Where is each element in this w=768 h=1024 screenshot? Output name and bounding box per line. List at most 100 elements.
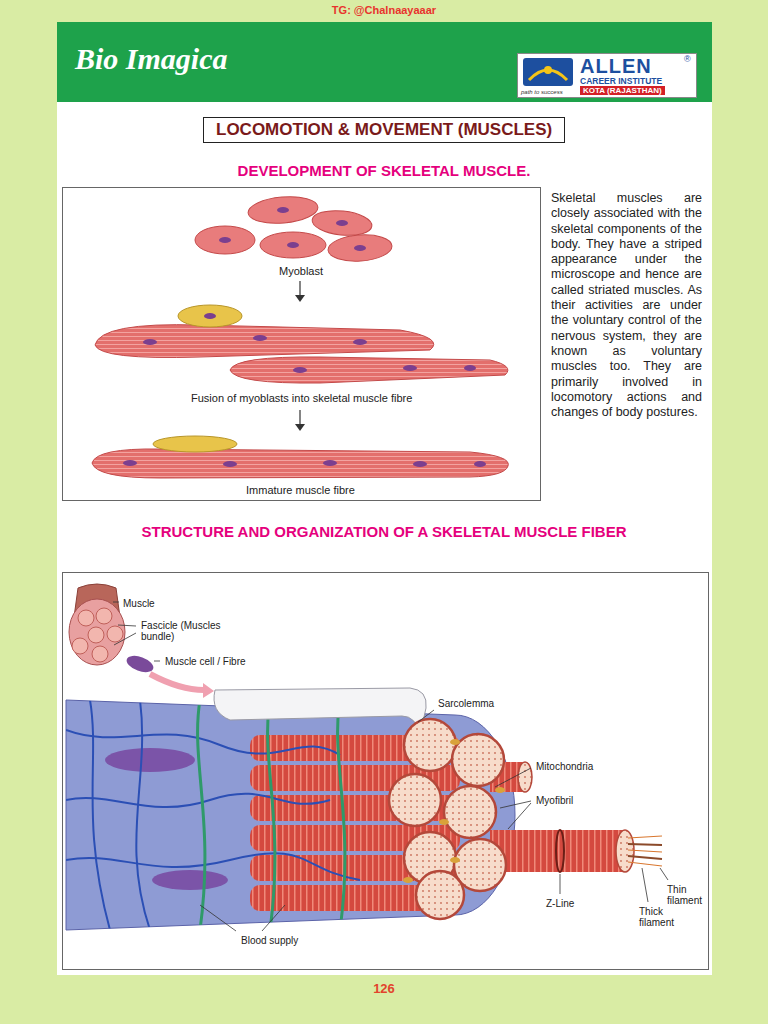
part-label: Thick filament [639, 906, 679, 928]
myoblast-figure [327, 233, 393, 263]
muscle-fibre-figure [214, 688, 426, 735]
myoblast-figure [95, 325, 434, 358]
muscle-fibre-figure [628, 836, 662, 838]
muscle-fibre-figure [403, 739, 505, 883]
muscle-fibre-figure [88, 627, 104, 643]
muscle-fibre-figure [628, 844, 662, 845]
logo-emblem [521, 56, 575, 88]
myoblast-figure [260, 232, 326, 258]
muscle-fibre-figure [113, 602, 119, 603]
muscle-fibre-figure [628, 856, 662, 859]
muscle-fibre-figure [78, 610, 94, 626]
muscle-fibre-figure [198, 700, 345, 930]
part-label: Fascicle (Muscles bundle) [141, 620, 231, 642]
stage-label: Myoblast [279, 265, 323, 277]
myoblast-figure [354, 245, 366, 251]
myoblast-figure [123, 460, 137, 466]
muscle-fibre-figure [389, 719, 506, 919]
stage-label: Immature muscle fibre [246, 484, 355, 496]
myoblast-figure [299, 281, 300, 296]
muscle-fibre-figure [518, 762, 532, 792]
muscle-fibre-figure [118, 625, 136, 626]
myoblast-figure [299, 410, 300, 425]
myoblast-figure [323, 460, 337, 466]
muscle-fibre-figure [495, 787, 505, 793]
trademark: ® [684, 54, 691, 64]
myoblast-figure [195, 194, 393, 263]
header-band: Bio Imagica ALLEN®CAREER INSTITUTEKOTA (… [57, 22, 712, 102]
myoblast-figure [143, 339, 157, 345]
page-number: 126 [0, 981, 768, 996]
myoblast-figure [219, 207, 366, 251]
myoblast-figure [123, 460, 486, 467]
myoblast-figure [336, 220, 348, 226]
myoblast-figure [293, 367, 307, 373]
muscle-fibre-figure [107, 626, 123, 642]
logo-emblem [544, 66, 552, 74]
part-label: Muscle [123, 598, 155, 609]
muscle-fibre-figure [556, 830, 564, 872]
muscle-fibre-figure [508, 803, 531, 829]
figure-frame: MuscleFascicle (Muscles bundle) Muscle ce… [62, 572, 709, 970]
muscle-fibre-figure [628, 850, 662, 852]
muscle-fibre-figure [444, 786, 496, 838]
muscle-fibre-figure [495, 768, 531, 787]
myoblast-figure [311, 208, 373, 238]
section-heading: STRUCTURE AND ORGANIZATION OF A SKELETAL… [0, 523, 768, 540]
muscle-fibre-figure [628, 862, 662, 866]
muscle-fibre-figure [262, 905, 285, 931]
myoblast-figure [295, 424, 305, 431]
muscle-fibre-figure [96, 608, 112, 624]
brand-subtitle: CAREER INSTITUTE [580, 76, 662, 86]
muscle-fibre-figure [92, 646, 108, 662]
muscle-fibre-figure [198, 700, 205, 930]
myoblast-figure [403, 365, 417, 371]
myoblast-figure [92, 449, 508, 478]
myoblast-figure [277, 207, 289, 213]
myoblast-figure [178, 305, 242, 327]
muscle-fibre-figure [450, 857, 460, 863]
muscle-fibre-figure [404, 719, 456, 771]
part-label: Thin filament [667, 884, 705, 906]
myoblast-figure [153, 436, 237, 452]
muscle-fibre-figure [403, 877, 413, 883]
muscle-fibre-figure [90, 700, 110, 930]
section-heading: DEVELOPMENT OF SKELETAL MUSCLE. [0, 162, 768, 179]
myoblast-figure [195, 226, 255, 254]
muscle-fibre-figure [124, 653, 155, 676]
watermark: TG: @Chalnaayaaar [0, 4, 768, 16]
myoblast-figure [230, 357, 508, 383]
muscle-fibre-figure [490, 830, 625, 872]
part-label: Sarcolemma [438, 698, 494, 709]
muscle-fibre-figure [268, 700, 275, 930]
page-title: LOCOMOTION & MOVEMENT (MUSCLES) [216, 120, 552, 140]
muscle-fibre-figure [66, 584, 668, 931]
logo-box: ALLEN®CAREER INSTITUTEKOTA (RAJASTHAN)pa… [517, 53, 697, 98]
body-paragraph: Skeletal muscles are closely associated … [551, 191, 702, 420]
part-label: Mitochondria [536, 761, 593, 772]
muscle-fibre-figure [628, 836, 662, 866]
muscle-fibre-figure [500, 801, 531, 808]
muscle-fibre-figure [69, 599, 125, 665]
muscle-fibre-figure [66, 700, 515, 930]
muscle-fibre-figure [150, 674, 204, 690]
part-label: Z-Line [546, 898, 574, 909]
muscle-fibre-figure [136, 700, 150, 930]
muscle-fibre-figure [105, 748, 195, 772]
myoblast-figure [219, 237, 231, 243]
muscle-fibre-figure [416, 871, 464, 919]
muscle-fibre-figure [418, 710, 434, 722]
myoblast-figure [413, 461, 427, 467]
muscle-fibre-figure [660, 868, 668, 880]
myoblast-figure [253, 335, 267, 341]
myoblast-figure [474, 461, 486, 467]
myoblast-figure [353, 339, 367, 345]
myoblast-figure [204, 313, 216, 319]
muscle-fibre-figure [66, 700, 460, 930]
brand-tagline: path to success [521, 89, 563, 95]
muscle-fibre-figure [642, 868, 648, 902]
muscle-fibre-figure [439, 819, 449, 825]
part-label: Muscle cell / Fibre [165, 656, 246, 667]
muscle-fibre-figure [450, 739, 460, 745]
